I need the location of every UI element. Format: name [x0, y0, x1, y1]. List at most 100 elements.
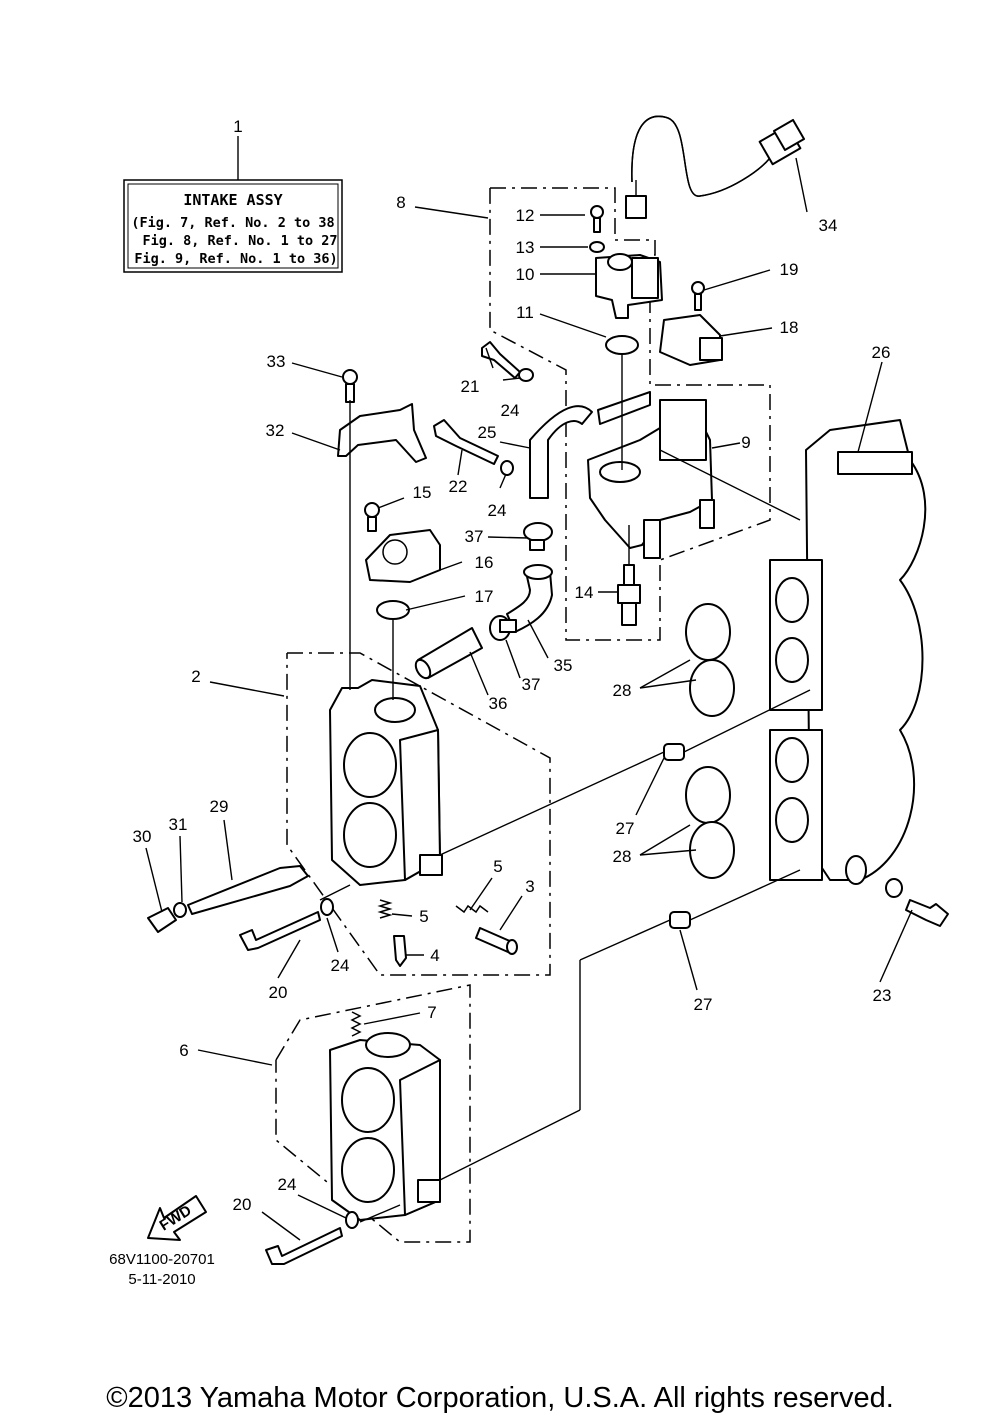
callout-4: 4 [430, 946, 439, 965]
callout-numbers: 1 2 3 4 5 5 6 7 8 9 10 11 12 13 14 15 16… [133, 117, 892, 1214]
callout-37-upper: 37 [465, 527, 484, 546]
assembly-lines [319, 354, 811, 1223]
callout-13: 13 [516, 238, 535, 257]
bolt-22 [433, 419, 499, 465]
collar-27-upper [663, 743, 685, 761]
sensor-harness [625, 115, 806, 219]
callout-29: 29 [210, 797, 229, 816]
group-outline-8 [489, 187, 771, 641]
callout-27-upper: 27 [616, 819, 635, 838]
callout-5-right: 5 [493, 857, 502, 876]
callout-36: 36 [489, 694, 508, 713]
callout-30: 30 [133, 827, 152, 846]
sensor-10 [595, 253, 663, 319]
gasket-28-d [689, 821, 735, 879]
gasket-28-a [685, 603, 731, 661]
callout-27-lower: 27 [694, 995, 713, 1014]
copyright-notice: ©2013 Yamaha Motor Corporation, U.S.A. A… [106, 1382, 894, 1414]
screw-15 [364, 502, 380, 532]
o-ring-17 [376, 600, 410, 620]
callout-34: 34 [819, 216, 838, 235]
callout-2: 2 [191, 667, 200, 686]
callout-37-lower: 37 [522, 675, 541, 694]
bracket-32 [337, 403, 427, 463]
callout-9: 9 [741, 433, 750, 452]
bolt-20-lower [265, 1227, 343, 1265]
manifold-26 [769, 419, 927, 881]
link-29 [187, 865, 309, 915]
callout-3: 3 [525, 877, 534, 896]
callout-8: 8 [396, 193, 405, 212]
hose-36 [414, 627, 483, 680]
exploded-parts-diagram: INTAKE ASSY (Fig. 7, Ref. No. 2 to 38 Fi… [109, 115, 949, 1288]
gasket-28-b [689, 659, 735, 717]
gasket-28-c [685, 766, 731, 824]
screw-33 [342, 369, 358, 403]
callout-22: 22 [449, 477, 468, 496]
callout-11: 11 [516, 303, 534, 322]
callout-6: 6 [179, 1041, 188, 1060]
drawing-date: 5-11-2010 [128, 1271, 195, 1288]
label-line-3: Fig. 9, Ref. No. 1 to 36) [134, 251, 337, 267]
callout-28-upper: 28 [613, 681, 632, 700]
screw-12 [590, 205, 604, 233]
callout-25: 25 [478, 423, 497, 442]
callout-33: 33 [267, 352, 286, 371]
group-outline-2 [286, 652, 551, 976]
washer-24-bottom [345, 1211, 359, 1229]
clip-31 [173, 902, 187, 918]
callout-5-left: 5 [419, 907, 428, 926]
callout-26: 26 [872, 343, 891, 362]
clip-37-lower [489, 615, 517, 641]
callout-12: 12 [516, 206, 535, 225]
bolt-21 [481, 341, 521, 379]
bolt-23 [905, 899, 949, 927]
drawing-number: 68V1100-20701 [109, 1251, 215, 1268]
callout-24-bottom: 24 [278, 1175, 297, 1194]
label-title: INTAKE ASSY [183, 191, 282, 209]
bolt-20-upper [239, 911, 321, 951]
callout-1: 1 [233, 117, 242, 136]
group-outline-6 [275, 984, 471, 1243]
callout-15: 15 [413, 483, 432, 502]
callout-20-lower: 20 [233, 1195, 252, 1214]
spring-5-right [455, 904, 489, 914]
callout-24-upper: 24 [501, 401, 520, 420]
screw-19 [691, 281, 705, 311]
callout-28-lower: 28 [613, 847, 632, 866]
callout-32: 32 [266, 421, 285, 440]
callout-17: 17 [475, 587, 494, 606]
callout-35: 35 [554, 656, 573, 675]
clip-37-upper [523, 522, 553, 551]
hose-25 [529, 405, 593, 499]
callout-14: 14 [575, 583, 594, 602]
callout-7: 7 [427, 1003, 436, 1022]
spring-7 [350, 1011, 362, 1037]
elbow-35 [506, 564, 553, 633]
fwd-arrow-icon: FWD [147, 1195, 207, 1241]
washer-13 [589, 241, 605, 253]
callout-20-upper: 20 [269, 983, 288, 1002]
screw-3 [475, 927, 518, 955]
separator-body-9 [587, 391, 715, 559]
sensor-16 [365, 529, 441, 583]
valve-14 [598, 564, 641, 626]
label-line-2: Fig. 8, Ref. No. 1 to 27 [142, 233, 337, 249]
callout-18: 18 [780, 318, 799, 337]
callout-31: 31 [169, 815, 188, 834]
label-line-1: (Fig. 7, Ref. No. 2 to 38 [131, 215, 334, 231]
spring-5-left [377, 899, 393, 919]
washer-24-mid [500, 460, 514, 476]
throttle-body-6 [329, 1032, 441, 1221]
callout-24-mid: 24 [488, 501, 507, 520]
grommet [845, 855, 903, 898]
washer-24-upper [518, 368, 534, 382]
washer-24-lower [320, 898, 334, 916]
o-ring-11 [605, 335, 639, 355]
callout-19: 19 [780, 260, 799, 279]
leader-lines [145, 157, 913, 1241]
callout-10: 10 [516, 265, 535, 284]
callout-24-lower: 24 [331, 956, 350, 975]
callout-23: 23 [873, 986, 892, 1005]
sensor-18 [659, 314, 723, 366]
